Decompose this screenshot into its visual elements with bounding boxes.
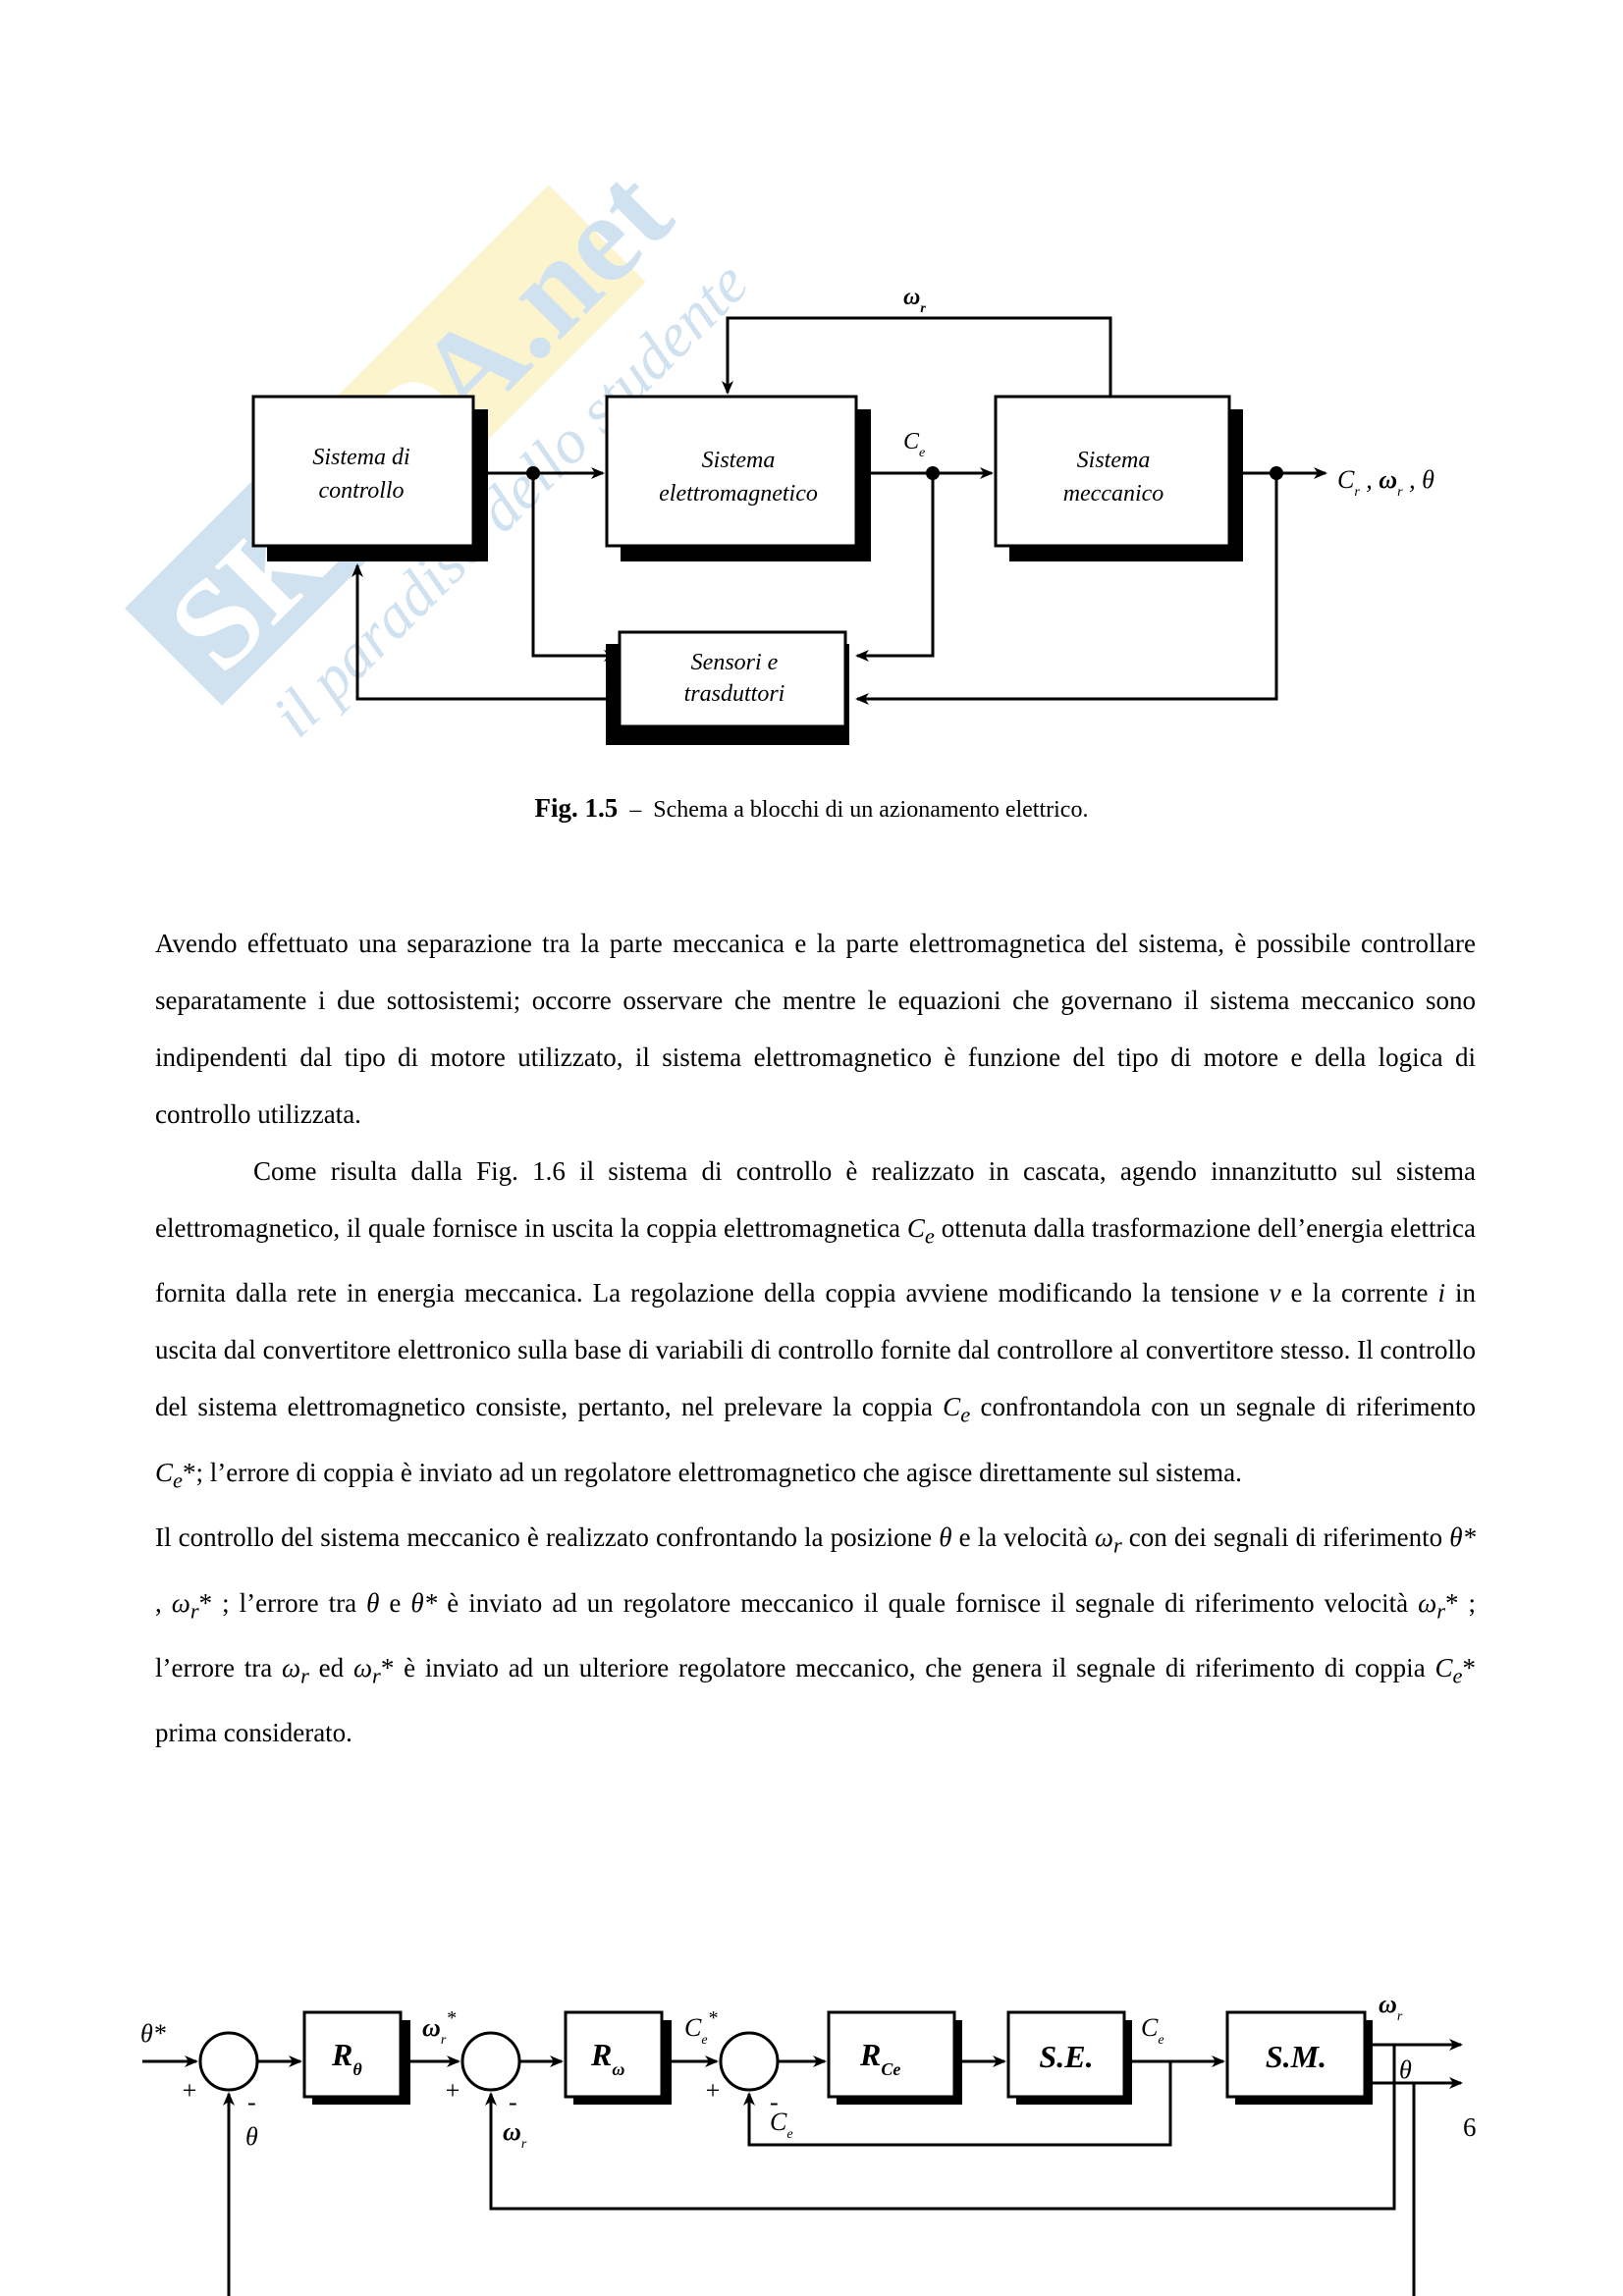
- figure-block-diagram-drive: Sistema di controllo Sistema elettromagn…: [251, 285, 1434, 745]
- labels-bottom: θ* ωr* Ce* Ce ωr θ θ ωr Ce + + + - - -: [140, 1990, 1412, 2152]
- page-number: 6: [1463, 2112, 1477, 2142]
- svg-text:Rω: Rω: [590, 2037, 624, 2079]
- block-control-line2: controllo: [318, 478, 404, 504]
- summing-junction-ce: [719, 2031, 780, 2092]
- label-ce-star: Ce*: [684, 2007, 718, 2048]
- sign-plus-2: +: [444, 2076, 461, 2105]
- block-mechanical-system: Sistema meccanico: [994, 395, 1243, 561]
- block-control-line1: Sistema di: [312, 445, 409, 470]
- block-sm: S.M.: [1225, 2010, 1373, 2105]
- label-omega-r-out: ωr: [1379, 1990, 1403, 2024]
- label-ce-feedback: Ce: [770, 2108, 793, 2142]
- sign-plus-1: +: [181, 2076, 198, 2105]
- connections-bottom: [142, 2039, 1463, 2296]
- label-theta-star: θ*: [140, 2019, 166, 2048]
- figure-caption-text: Schema a blocchi di un azionamento elett…: [653, 797, 1089, 823]
- block-se: S.E.: [1006, 2010, 1132, 2105]
- svg-text:S.E.: S.E.: [1039, 2039, 1093, 2074]
- block-electromagnetic-system: Sistema elettromagnetico: [605, 395, 871, 561]
- body-text: Avendo effettuato una separazione tra la…: [155, 915, 1476, 1761]
- block-mech-line2: meccanico: [1063, 481, 1164, 507]
- label-ce: Ce: [1141, 2013, 1164, 2048]
- block-r-ce: RCe: [827, 2010, 962, 2105]
- figure-caption-label: Fig. 1.5: [534, 793, 619, 823]
- figure-caption-dash: –: [629, 797, 642, 823]
- paragraph-3: Il controllo del sistema meccanico è rea…: [155, 1522, 1476, 1748]
- sign-minus-1: -: [247, 2088, 256, 2116]
- label-theta-out: θ: [1399, 2056, 1412, 2084]
- summing-junction-theta: [198, 2031, 259, 2092]
- label-omega-r-top: ωr: [903, 285, 926, 316]
- sign-minus-2: -: [509, 2088, 517, 2116]
- label-outputs: Cr , ωr , θ: [1337, 465, 1434, 500]
- connections-top: [352, 316, 1327, 705]
- sign-plus-3: +: [704, 2076, 722, 2105]
- label-ce-top: Ce: [903, 429, 925, 460]
- block-r-omega: Rω: [564, 2010, 672, 2105]
- block-sensors: Sensori e trasduttori: [606, 630, 849, 745]
- block-mech-line1: Sistema: [1077, 448, 1151, 473]
- junction-dots-top: [526, 466, 1283, 480]
- label-omega-r-star: ωr*: [422, 2007, 456, 2048]
- block-sensors-line2: trasduttori: [684, 681, 785, 707]
- summing-junction-omega: [460, 2031, 521, 2092]
- block-sensors-line1: Sensori e: [691, 650, 779, 675]
- paragraph-2: Come risulta dalla Fig. 1.6 il sistema d…: [155, 1156, 1476, 1493]
- label-omega-r-feedback: ωr: [503, 2117, 527, 2152]
- block-r-theta: Rθ: [302, 2010, 410, 2105]
- svg-text:Rθ: Rθ: [331, 2037, 362, 2079]
- block-em-line2: elettromagnetico: [659, 481, 818, 507]
- svg-text:RCe: RCe: [859, 2037, 900, 2079]
- svg-text:S.M.: S.M.: [1266, 2039, 1326, 2074]
- paragraph-1: Avendo effettuato una separazione tra la…: [155, 929, 1476, 1129]
- sign-minus-3: -: [770, 2088, 779, 2116]
- block-em-line1: Sistema: [702, 448, 776, 473]
- summing-junctions: [198, 2031, 780, 2092]
- figure-caption: Fig. 1.5 – Schema a blocchi di un aziona…: [0, 793, 1623, 824]
- block-control-system: Sistema di controllo: [251, 395, 488, 561]
- label-theta-feedback: θ: [245, 2122, 258, 2151]
